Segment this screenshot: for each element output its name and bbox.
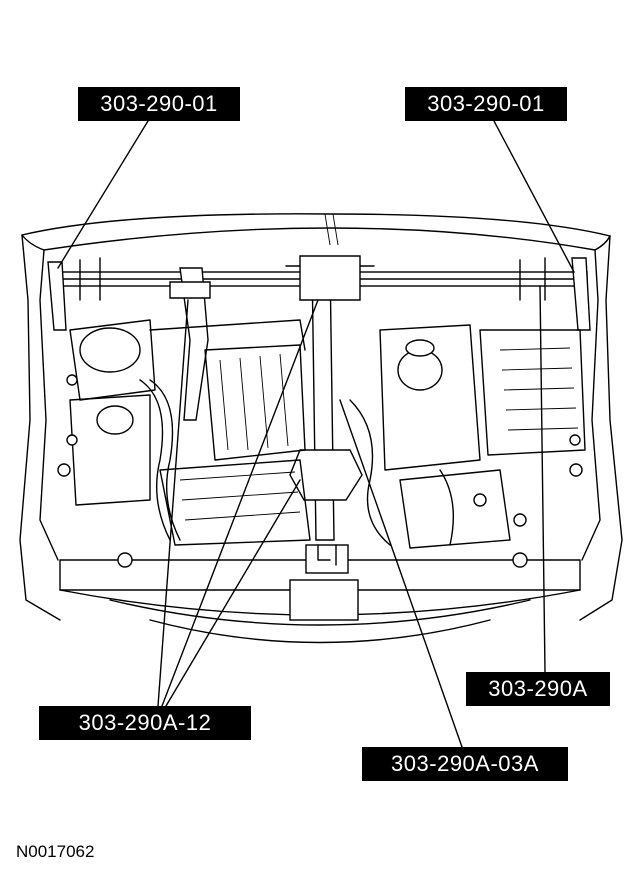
lift-hook	[305, 544, 349, 574]
leader-top-left	[57, 120, 149, 269]
leader-top-right	[493, 120, 575, 273]
right-fender	[579, 235, 623, 621]
leader-bottom-left-a	[157, 299, 189, 707]
air-filter	[79, 327, 141, 373]
coolant-reservoir-cap	[96, 405, 134, 435]
leader-bottom-left-c	[165, 479, 301, 707]
brake-master-cylinder	[379, 324, 481, 471]
valve-cover	[204, 344, 306, 461]
callout-303-290A: 303-290A	[466, 672, 610, 706]
left-fender-bracket	[47, 261, 67, 331]
callout-303-290-01-left: 303-290-01	[78, 87, 240, 121]
hood-edge	[21, 213, 611, 237]
fuse-box	[479, 329, 586, 456]
leader-bottom-left-b	[161, 299, 319, 707]
left-fender	[19, 234, 61, 621]
callout-303-290-01-right: 303-290-01	[405, 87, 567, 121]
latch-plate	[289, 579, 359, 621]
figure-id: N0017062	[16, 842, 95, 861]
callout-303-290A-12: 303-290A-12	[39, 706, 251, 740]
leader-bottom-center	[339, 399, 463, 748]
leader-right	[539, 285, 546, 673]
intake-manifold	[159, 459, 311, 546]
callout-303-290A-03A: 303-290A-03A	[362, 747, 568, 781]
right-fender-bracket	[571, 257, 591, 331]
lift-plate	[289, 449, 363, 501]
